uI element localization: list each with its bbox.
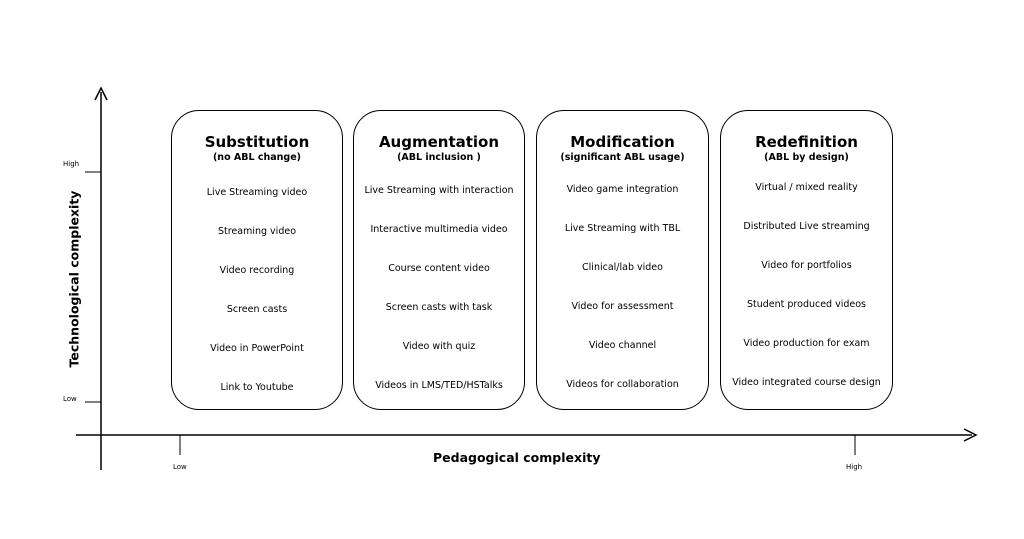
stage-item: Screen casts with task — [385, 302, 493, 313]
stage-subtitle: (ABL inclusion ) — [397, 152, 481, 163]
stage-item: Video integrated course design — [732, 377, 881, 388]
stage-item: Virtual / mixed reality — [755, 182, 858, 193]
stage-item: Screen casts — [226, 304, 288, 315]
stage-box-redefinition: Redefinition (ABL by design) Virtual / m… — [720, 110, 893, 410]
y-low-label: Low — [63, 395, 77, 403]
stage-title: Modification — [570, 133, 675, 151]
stage-item: Clinical/lab video — [582, 262, 663, 273]
y-high-label: High — [63, 160, 80, 168]
stage-subtitle: (no ABL change) — [212, 152, 302, 163]
stage-item: Streaming video — [217, 226, 297, 237]
stage-item: Video production for exam — [743, 338, 870, 349]
stage-item: Video with quiz — [402, 341, 476, 352]
stage-box-substitution: Substitution (no ABL change) Live Stream… — [171, 110, 343, 410]
stage-box-augmentation: Augmentation (ABL inclusion ) Live Strea… — [353, 110, 525, 410]
stage-item: Video game integration — [566, 184, 679, 195]
stage-subtitle: (significant ABL usage) — [560, 152, 685, 163]
stage-box-modification: Modification (significant ABL usage) Vid… — [536, 110, 709, 410]
stage-subtitle: (ABL by design) — [764, 152, 849, 163]
stage-item: Distributed Live streaming — [743, 221, 870, 232]
stage-item: Video in PowerPoint — [210, 343, 304, 354]
stage-item: Video recording — [219, 265, 295, 276]
stage-item: Live Streaming with interaction — [364, 185, 514, 196]
x-axis-arrowhead — [963, 428, 978, 442]
stage-title: Substitution — [204, 133, 310, 151]
stage-item: Video for assessment — [571, 301, 674, 312]
stage-title: Redefinition — [755, 133, 858, 151]
x-high-label: High — [846, 463, 863, 471]
stage-item: Live Streaming video — [206, 187, 308, 198]
y-axis-title: Technological complexity — [66, 190, 82, 368]
stage-item: Videos in LMS/TED/HSTalks — [375, 380, 503, 391]
stage-item: Video for portfolios — [761, 260, 852, 271]
stage-item: Video channel — [588, 340, 657, 351]
stage-item: Student produced videos — [746, 299, 867, 310]
stage-item: Link to Youtube — [220, 382, 294, 393]
stage-title: Augmentation — [378, 133, 500, 151]
stage-item: Videos for collaboration — [566, 379, 679, 390]
stage-item: Interactive multimedia video — [370, 224, 508, 235]
x-low-label: Low — [173, 463, 187, 471]
x-axis-title: Pedagogical complexity — [433, 450, 601, 465]
y-axis-arrowhead — [94, 86, 108, 101]
stage-item: Live Streaming with TBL — [564, 223, 681, 234]
stage-item: Course content video — [388, 263, 490, 274]
